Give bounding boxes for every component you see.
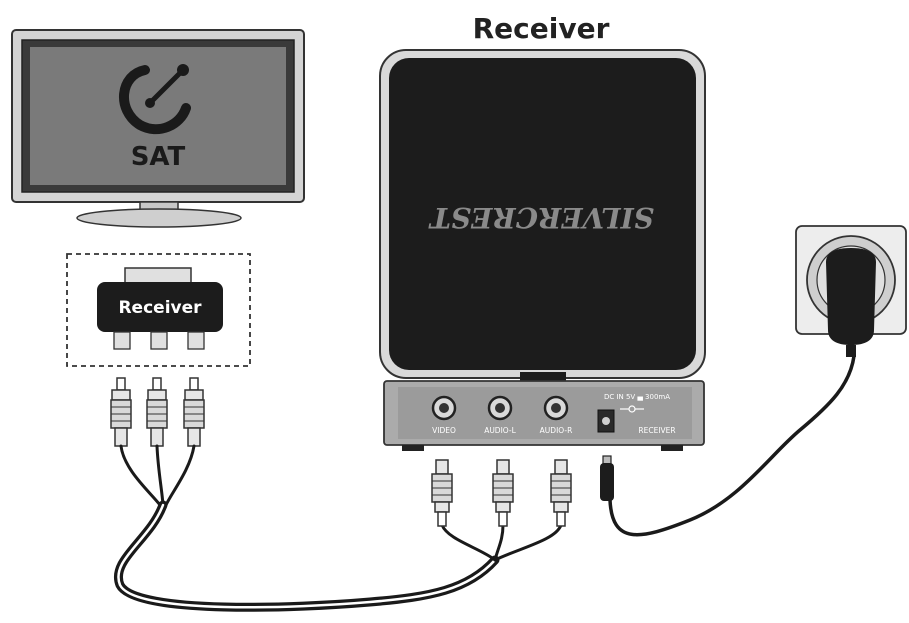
receiver-foot-left — [402, 445, 424, 451]
video-port-label: VIDEO — [432, 426, 456, 435]
audio-r-jack — [543, 395, 569, 421]
adapter-body — [97, 282, 223, 332]
tv-screen — [30, 47, 286, 185]
rca-plug-right-2 — [492, 459, 514, 527]
left-rca-plugs — [110, 377, 205, 447]
scart-adapter: Receiver — [66, 253, 251, 367]
right-rca-plugs — [431, 459, 572, 527]
rca-plug-right-1 — [431, 459, 453, 527]
television: SAT — [11, 29, 305, 228]
dc-in-label: DC IN 5V ▄ 300mA — [604, 393, 670, 401]
video-jack — [431, 395, 457, 421]
adapter-jacks — [113, 331, 205, 350]
adapter-dashed-box — [66, 253, 251, 367]
audio-l-port-label: AUDIO-L — [484, 426, 516, 435]
receiver-brand-logo: SILVERCREST — [428, 201, 654, 234]
rca-cable — [113, 444, 563, 612]
receiver-foot-right — [661, 445, 683, 451]
receiver-port-label: RECEIVER — [638, 426, 675, 435]
rca-plug-left-3 — [183, 377, 205, 447]
power-adapter-icon — [826, 248, 876, 357]
sat-logo-text: SAT — [131, 142, 186, 172]
dc-polarity-symbol — [620, 405, 644, 413]
rca-plug-left-2 — [146, 377, 168, 447]
receiver-top-face — [389, 58, 696, 370]
power-cable — [608, 354, 856, 537]
satellite-dish-icon — [119, 64, 191, 135]
adapter-label: Receiver — [118, 298, 202, 318]
dc-in-jack — [597, 409, 615, 433]
tv-stand-base — [76, 208, 242, 228]
audio-r-port-label: AUDIO-R — [540, 426, 573, 435]
receiver-title: Receiver — [473, 12, 610, 45]
audio-l-jack — [487, 395, 513, 421]
receiver-unit: SILVERCREST — [379, 49, 706, 451]
rca-plug-left-1 — [110, 377, 132, 447]
rca-plug-right-3 — [550, 459, 572, 527]
dc-plug — [600, 455, 614, 501]
